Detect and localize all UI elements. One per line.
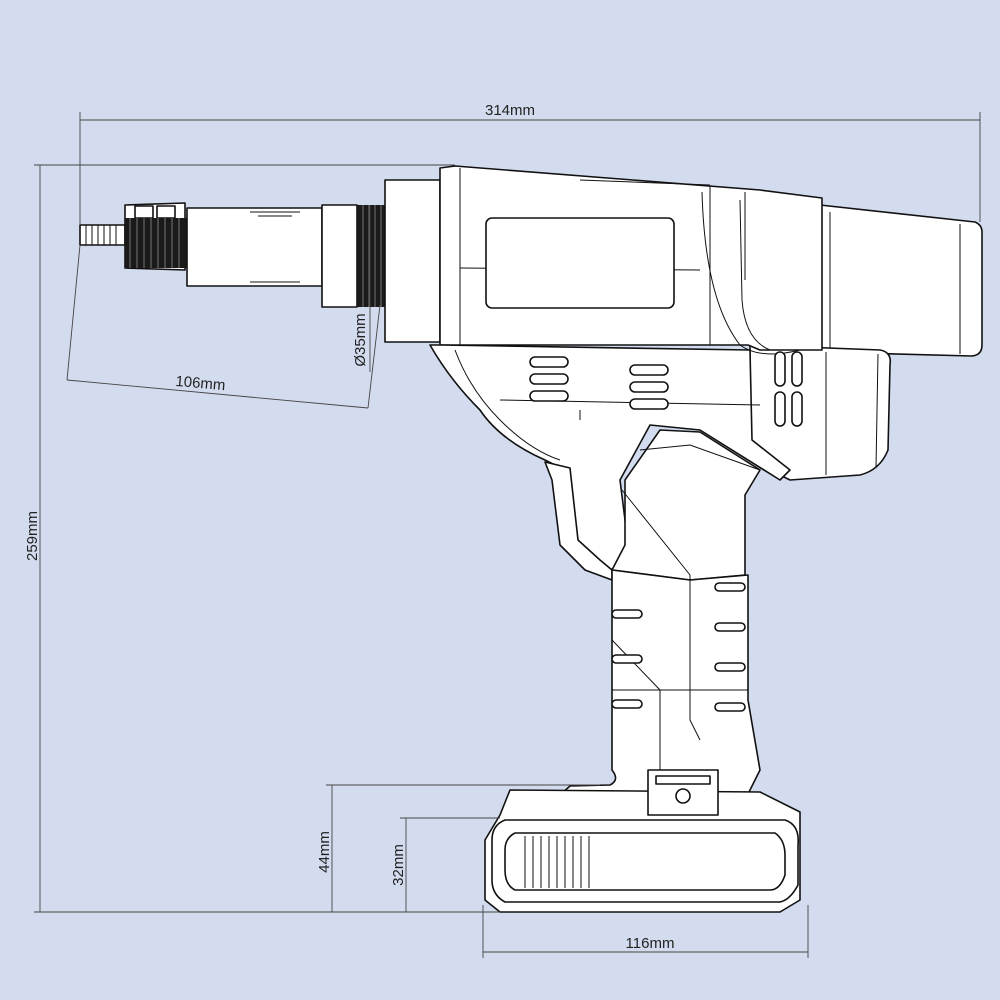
label-nose-diameter: Ø35mm [352,313,369,366]
tool-body [384,165,983,576]
label-battery-body-height: 32mm [390,844,407,886]
knurled-collar [125,218,187,268]
rear-end-cap [819,204,983,357]
rear-collar [321,204,358,308]
nut-flat-1 [134,205,154,219]
nut-flat-2 [156,205,176,219]
vent-slots-middle [629,364,669,410]
body-lower-shell [429,344,791,576]
dimension-lines [34,112,981,958]
label-total-height: 259mm [24,511,41,561]
nose-sleeve [186,207,323,287]
latch-slot [655,775,711,785]
vent-slots-rear [774,351,803,427]
grip-ridges-left [611,609,643,709]
front-housing [384,179,441,343]
grip-ridges-right [714,582,746,712]
dimension-labels: 314mm 259mm 106mm Ø35mm 44mm 32mm 116mm [24,102,674,952]
battery-pack [484,769,801,913]
handle-grip [559,569,761,801]
nose-assembly [79,202,385,308]
label-window [485,217,675,309]
latch-button [675,788,691,804]
dim-line-nose-length [66,379,369,409]
vent-slots-front [529,356,569,402]
nose-tip [79,224,126,246]
rear-knurled-ring [357,205,385,307]
label-total-length: 314mm [485,102,535,119]
label-battery-length: 116mm [626,935,675,952]
nose-tip-threads [85,225,117,245]
battery-grip-inset [504,832,786,891]
battery-grip-lines [524,836,590,888]
label-battery-height: 44mm [316,831,333,873]
trigger-handle [544,429,761,801]
knurl-lines [129,218,180,268]
label-nose-length: 106mm [175,373,226,394]
